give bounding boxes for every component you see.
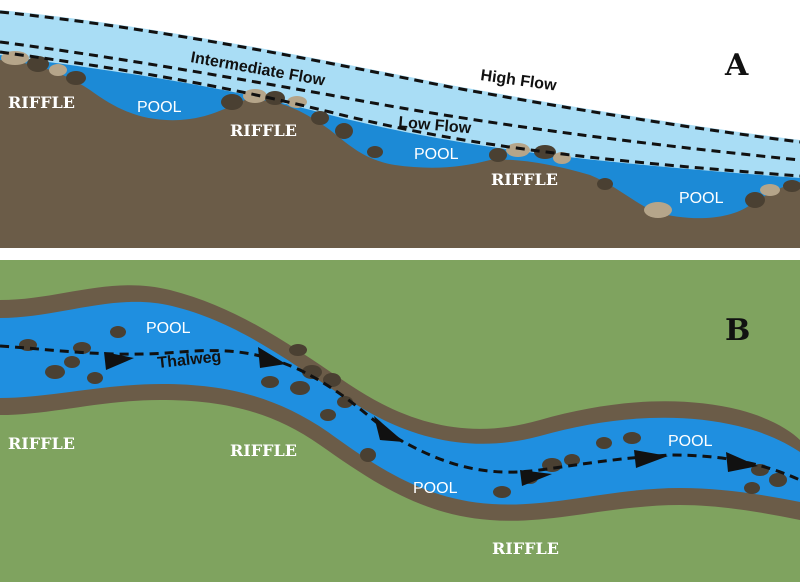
rock <box>290 381 310 395</box>
rock <box>367 146 383 158</box>
rock <box>783 180 800 192</box>
rock <box>27 56 49 72</box>
rock <box>87 372 103 384</box>
riffle-label-a1: RIFFLE <box>8 93 75 112</box>
flow-arrow-icon <box>258 347 286 368</box>
riffle-label-a3: RIFFLE <box>491 170 558 189</box>
panel-b-plan: Thalweg POOL RIFFLE RIFFLE POOL POOL RIF… <box>0 260 800 582</box>
rock <box>323 373 341 387</box>
stream-bed-ground <box>0 60 800 248</box>
rock <box>64 356 80 368</box>
rock <box>493 486 511 498</box>
rock <box>221 94 243 110</box>
rock <box>110 326 126 338</box>
panel-letter-a: A <box>724 48 749 83</box>
rock <box>265 91 285 105</box>
intermediate-flow-line <box>0 40 800 162</box>
riffle-label-b2: RIFFLE <box>230 441 297 460</box>
riffle-label-b3: RIFFLE <box>492 539 559 558</box>
pool-label-b3: POOL <box>668 433 713 450</box>
rock <box>489 148 507 162</box>
rock <box>302 365 322 379</box>
pool-label-b1: POOL <box>146 320 191 337</box>
rock <box>744 482 760 494</box>
rock <box>320 409 336 421</box>
flow-label-low: Low Flow <box>398 114 473 137</box>
riffle-rocks-b <box>19 326 787 498</box>
riffle-label-b1: RIFFLE <box>8 434 75 453</box>
panel-a-profile: Intermediate Flow High Flow Low Flow RIF… <box>0 0 800 248</box>
rock <box>506 143 530 157</box>
low-flow-line <box>0 50 800 178</box>
rock <box>745 192 765 208</box>
rock <box>534 145 556 159</box>
pool-label-a3: POOL <box>679 190 724 207</box>
rock <box>596 437 612 449</box>
thalweg-arrows <box>104 347 758 486</box>
pool-label-a2: POOL <box>414 146 459 163</box>
rock <box>760 184 780 196</box>
rock <box>45 365 65 379</box>
flow-arrow-icon <box>634 450 668 468</box>
pool-label-b2: POOL <box>413 480 458 497</box>
stream-channel-water <box>0 301 800 505</box>
riffle-rocks-a <box>1 51 800 218</box>
rock <box>261 376 279 388</box>
panel-letter-b: B <box>725 313 750 348</box>
rock <box>644 202 672 218</box>
rock <box>769 473 787 487</box>
rock <box>360 448 376 462</box>
rock <box>564 454 580 466</box>
rock <box>66 71 86 85</box>
rock <box>597 178 613 190</box>
rock <box>287 96 307 108</box>
thalweg-label: Thalweg <box>157 348 222 372</box>
rock <box>311 111 329 125</box>
rock <box>623 432 641 444</box>
flow-arrow-icon <box>104 352 134 370</box>
rock <box>49 64 67 76</box>
rock <box>335 123 353 139</box>
flow-arrow-icon <box>520 470 552 486</box>
pool-label-a1: POOL <box>137 99 182 116</box>
rock <box>289 344 307 356</box>
riffle-label-a2: RIFFLE <box>230 121 297 140</box>
flow-arrow-icon <box>726 452 758 472</box>
flow-arrow-icon <box>374 416 404 442</box>
